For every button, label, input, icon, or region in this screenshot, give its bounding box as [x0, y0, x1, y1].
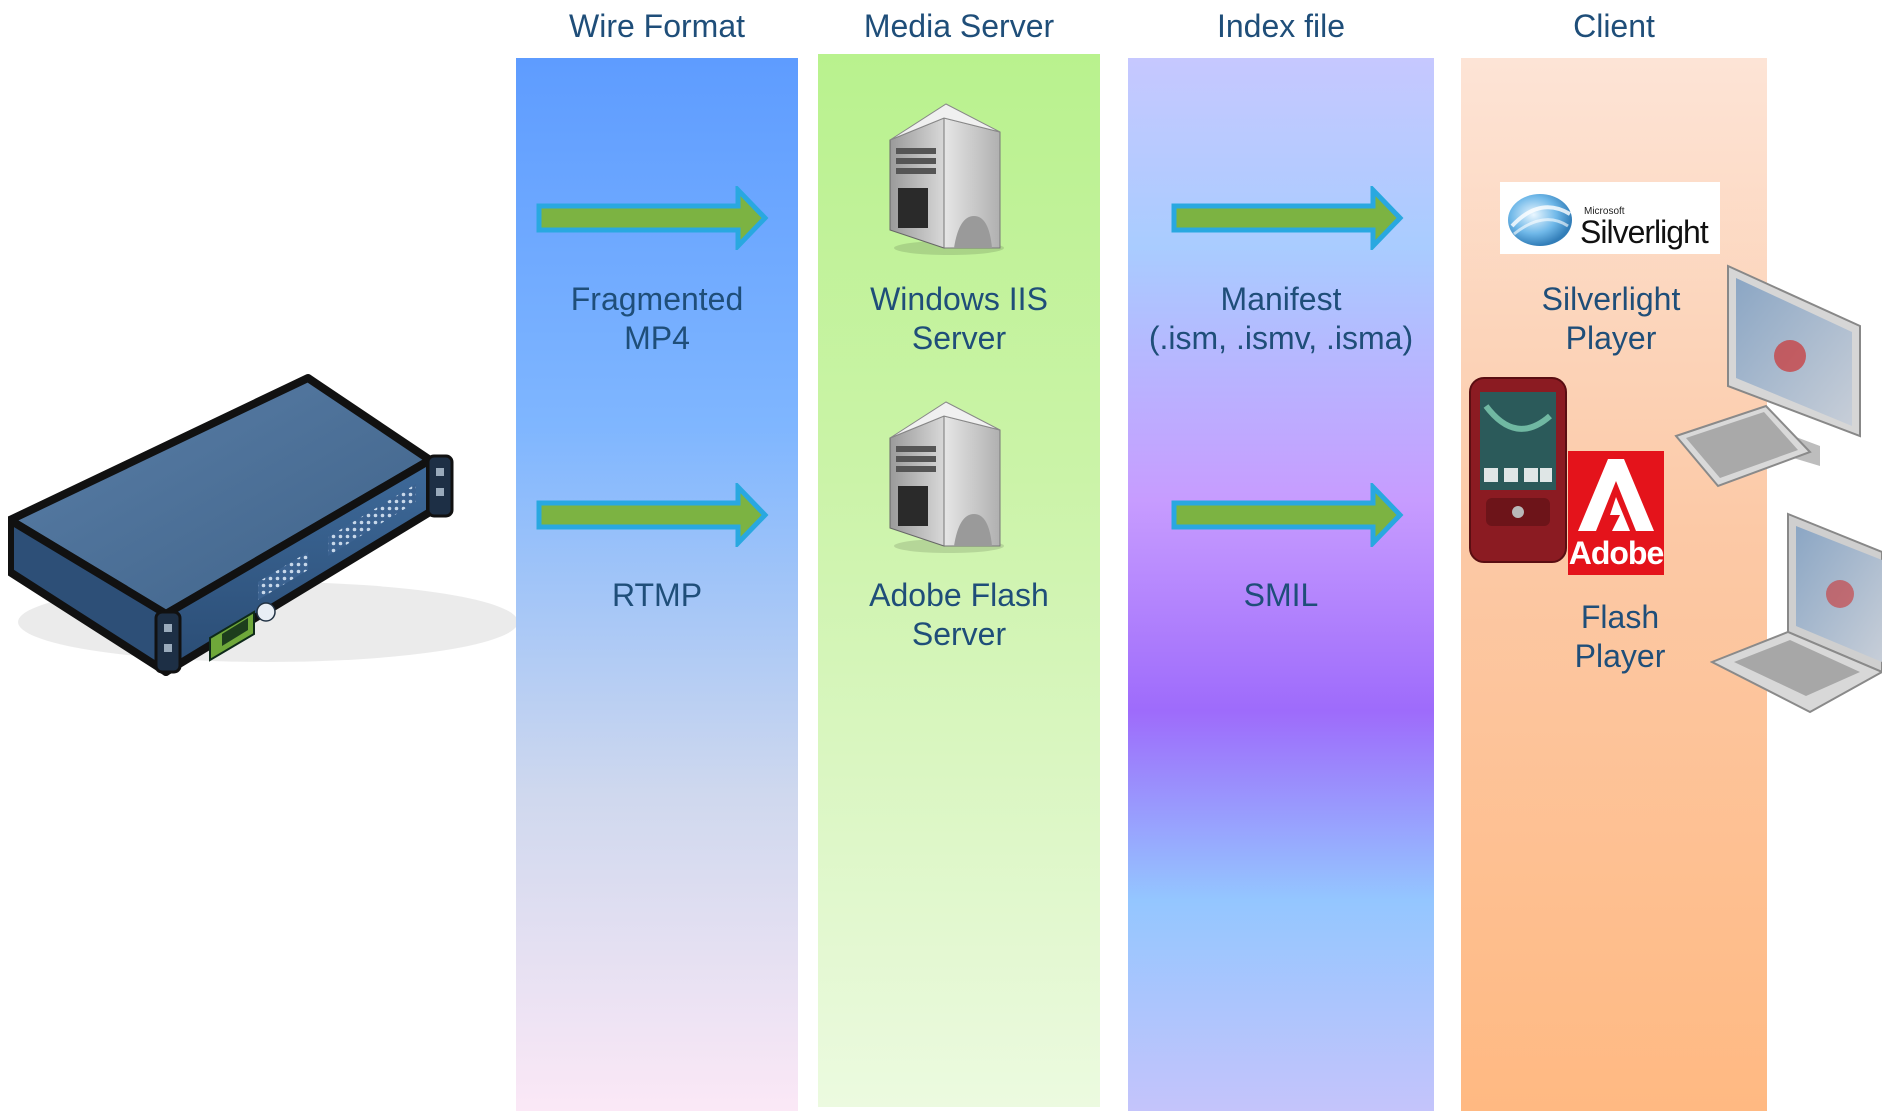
server-tower-icon: [889, 401, 1004, 553]
adobe-logo: Adobe: [1568, 451, 1664, 575]
arrow-right-icon: [1171, 483, 1404, 547]
client-heading: Client: [1573, 8, 1655, 44]
silverlight-wordmark: Silverlight: [1580, 214, 1709, 250]
rtmp-label: RTMP: [611, 577, 703, 613]
adobe-a-icon: [1578, 459, 1654, 531]
silverlight-logo: Microsoft Silverlight: [1500, 182, 1720, 254]
encoder-appliance-icon: [8, 374, 518, 676]
manifest-label: Manifest(.ism, .ismv, .isma): [1148, 281, 1414, 356]
smil-label: SMIL: [1243, 577, 1319, 613]
media-server-heading: Media Server: [863, 8, 1055, 44]
laptop-computer-icon: [1710, 512, 1882, 714]
server-tower-icon: [889, 103, 1004, 255]
silverlight-orb-icon: [1508, 194, 1572, 246]
arrow-right-icon: [536, 483, 769, 547]
desktop-computer-icon: [1674, 264, 1861, 488]
adobe-wordmark: Adobe: [1568, 535, 1665, 571]
arrow-right-icon: [536, 186, 769, 250]
mobile-phone-icon: [1469, 377, 1567, 563]
arrow-right-icon: [1171, 186, 1404, 250]
index-file-heading: Index file: [1216, 8, 1346, 44]
microsoft-wordmark: Microsoft: [1584, 206, 1625, 217]
wire-format-heading: Wire Format: [569, 8, 745, 44]
